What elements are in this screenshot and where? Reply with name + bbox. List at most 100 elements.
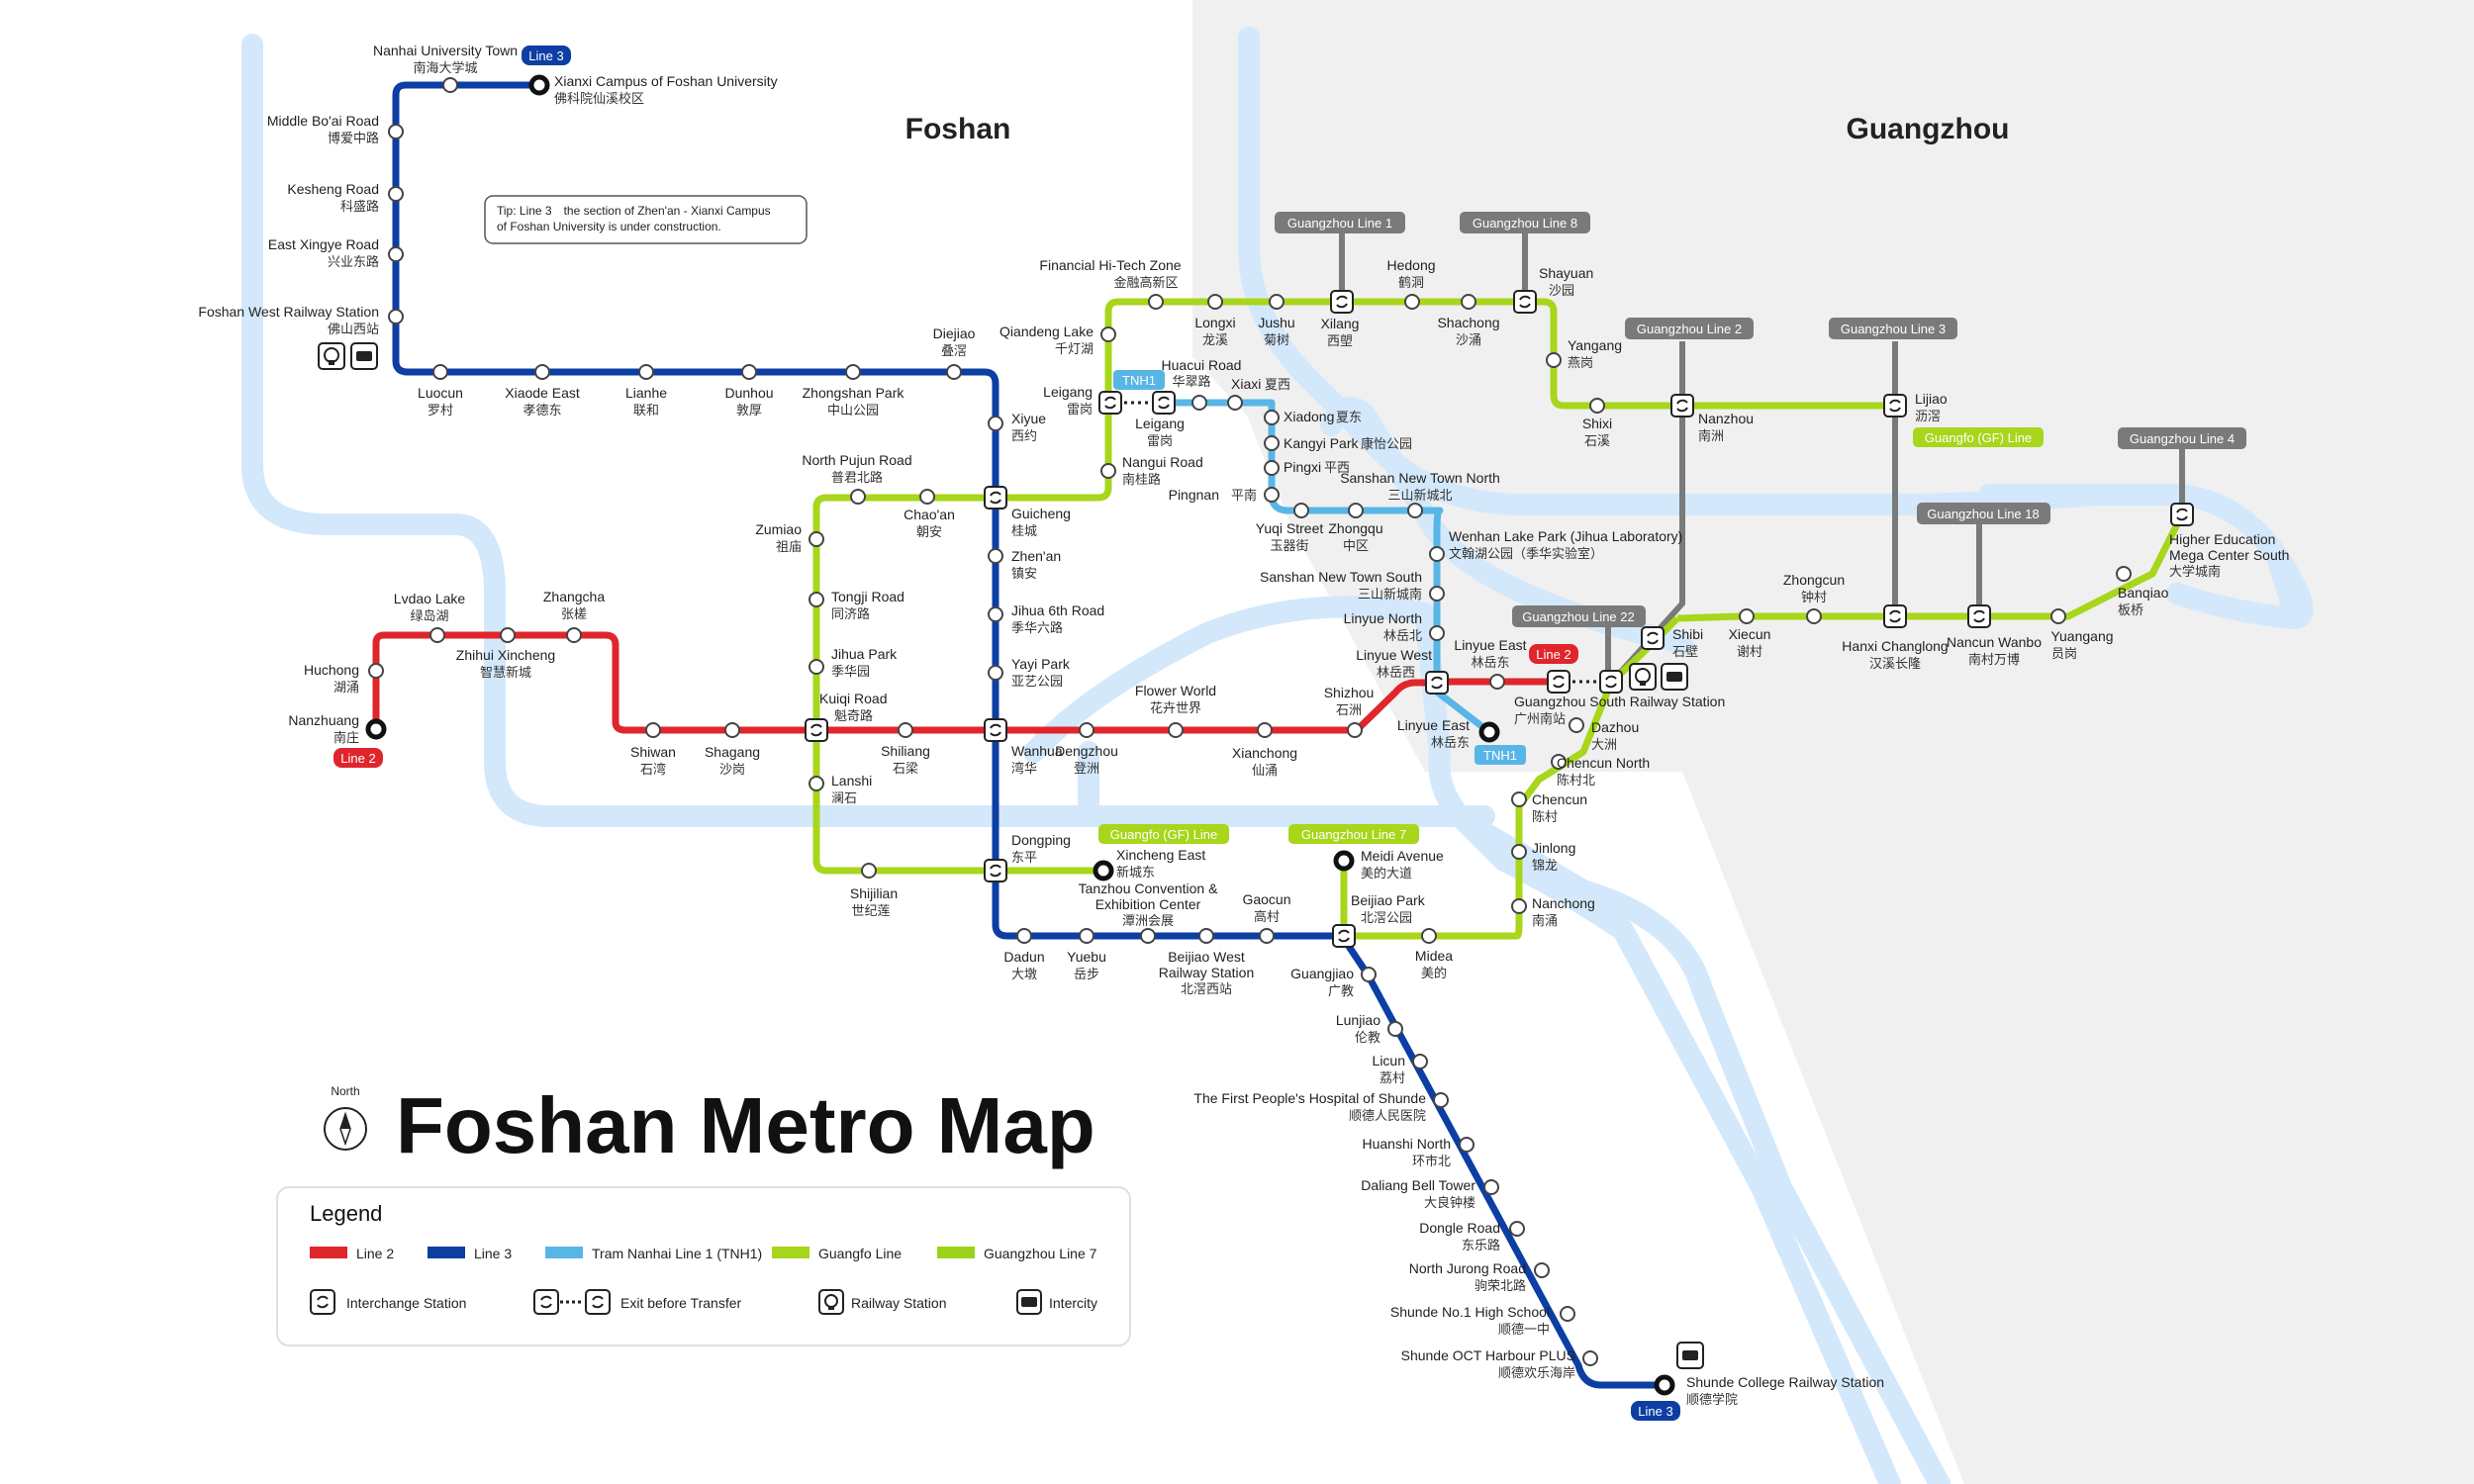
station-xianchong[interactable] <box>1257 722 1273 738</box>
station-jinlong[interactable] <box>1511 844 1527 860</box>
station-kangyi-park[interactable] <box>1264 435 1280 451</box>
station-linyue-east-l2[interactable] <box>1489 674 1505 690</box>
station-shixi[interactable] <box>1589 398 1605 414</box>
station-pingnan[interactable] <box>1264 487 1280 503</box>
station-middle-boai-road[interactable] <box>388 124 404 139</box>
station-shachong[interactable] <box>1461 294 1476 310</box>
station-lanshi[interactable] <box>809 776 824 791</box>
station-yangang[interactable] <box>1546 352 1562 368</box>
interchange-leigang-gf[interactable] <box>1098 391 1122 415</box>
terminal-meidi-avenue[interactable] <box>1333 850 1355 872</box>
station-lunjiao[interactable] <box>1387 1021 1403 1037</box>
interchange-guangzhou-south-a[interactable] <box>1547 670 1570 694</box>
station-lvdao-lake[interactable] <box>429 627 445 643</box>
station-financial-hitech[interactable] <box>1148 294 1164 310</box>
station-sanshan-north[interactable] <box>1407 503 1423 518</box>
station-banqiao[interactable] <box>2116 566 2132 582</box>
station-guangjiao[interactable] <box>1361 967 1377 982</box>
interchange-nancun-wanbo[interactable] <box>1967 604 1991 628</box>
terminal-xincheng-east[interactable] <box>1093 860 1114 881</box>
station-zhihui-xincheng[interactable] <box>500 627 516 643</box>
interchange-hanxi-changlong[interactable] <box>1883 604 1907 628</box>
interchange-lijiao[interactable] <box>1883 394 1907 417</box>
station-xiadong[interactable] <box>1264 410 1280 425</box>
interchange-higher-education[interactable] <box>2170 503 2194 526</box>
terminal-nanzhuang[interactable] <box>365 718 387 740</box>
station-dadun[interactable] <box>1016 928 1032 944</box>
station-zhangcha[interactable] <box>566 627 582 643</box>
station-huanshi-north[interactable] <box>1459 1137 1475 1153</box>
station-chencun-north[interactable] <box>1551 754 1567 770</box>
station-jihua-park[interactable] <box>809 659 824 675</box>
station-tanzhou-exit[interactable] <box>1140 928 1156 944</box>
station-tongji-road[interactable] <box>809 592 824 607</box>
station-zhongcun[interactable] <box>1806 608 1822 624</box>
station-foshan-west[interactable] <box>388 309 404 325</box>
station-gaocun[interactable] <box>1259 928 1275 944</box>
station-shunde-oct[interactable] <box>1582 1350 1598 1366</box>
station-nanhai-university-town[interactable] <box>442 77 458 93</box>
station-shiwan[interactable] <box>645 722 661 738</box>
station-zhenan[interactable] <box>988 548 1003 564</box>
interchange-kuiqi-road[interactable] <box>805 718 828 742</box>
interchange-shayuan[interactable] <box>1513 290 1537 314</box>
station-nanchong[interactable] <box>1511 898 1527 914</box>
station-xiecun[interactable] <box>1739 608 1755 624</box>
station-xiaode-east[interactable] <box>534 364 550 380</box>
interchange-guangzhou-south-b[interactable] <box>1599 670 1623 694</box>
station-nangui-road[interactable] <box>1100 463 1116 479</box>
station-flower-world[interactable] <box>1168 722 1184 738</box>
station-jihua-6th-road[interactable] <box>988 606 1003 622</box>
station-sanshan-south[interactable] <box>1429 586 1445 602</box>
interchange-nanzhou[interactable] <box>1670 394 1694 417</box>
station-shizhou[interactable] <box>1347 722 1363 738</box>
terminal-linyue-east-tnh1[interactable] <box>1478 721 1500 743</box>
interchange-xilang[interactable] <box>1330 290 1354 314</box>
station-kesheng-road[interactable] <box>388 186 404 202</box>
station-huchong[interactable] <box>368 663 384 679</box>
interchange-dongping[interactable] <box>984 859 1007 882</box>
station-north-pujun-road[interactable] <box>850 489 866 505</box>
station-yuqi-street[interactable] <box>1293 503 1309 518</box>
station-dengzhou[interactable] <box>1079 722 1094 738</box>
station-daliang-bell-tower[interactable] <box>1483 1179 1499 1195</box>
interchange-guicheng[interactable] <box>984 486 1007 510</box>
station-jushu[interactable] <box>1269 294 1285 310</box>
station-xiyue[interactable] <box>988 416 1003 431</box>
terminal-shunde-college[interactable] <box>1654 1374 1675 1396</box>
interchange-leigang-tnh1[interactable] <box>1152 391 1176 415</box>
station-yuangang[interactable] <box>2050 608 2066 624</box>
terminal-xianxi-campus[interactable] <box>528 74 550 96</box>
interchange-wanhua[interactable] <box>984 718 1007 742</box>
station-wenhan-lake[interactable] <box>1429 546 1445 562</box>
station-longxi[interactable] <box>1207 294 1223 310</box>
station-xiaxi[interactable] <box>1227 395 1243 411</box>
station-qiandeng-lake[interactable] <box>1100 326 1116 342</box>
station-midea[interactable] <box>1421 928 1437 944</box>
interchange-beijiao-park[interactable] <box>1332 924 1356 948</box>
station-yuebu[interactable] <box>1079 928 1094 944</box>
station-licun[interactable] <box>1412 1054 1428 1069</box>
station-north-jurong-road[interactable] <box>1534 1262 1550 1278</box>
interchange-linyue-west[interactable] <box>1425 671 1449 695</box>
station-zhongshan-park[interactable] <box>845 364 861 380</box>
station-dunhou[interactable] <box>741 364 757 380</box>
station-diejiao[interactable] <box>946 364 962 380</box>
station-first-peoples-hospital[interactable] <box>1433 1092 1449 1108</box>
station-hedong[interactable] <box>1404 294 1420 310</box>
station-dazhou[interactable] <box>1569 717 1584 733</box>
station-beijiao-west[interactable] <box>1198 928 1214 944</box>
station-chaoan[interactable] <box>919 489 935 505</box>
station-luocun[interactable] <box>432 364 448 380</box>
station-shagang[interactable] <box>724 722 740 738</box>
station-shiliang[interactable] <box>898 722 913 738</box>
station-shunde-no1-high[interactable] <box>1560 1306 1575 1322</box>
station-zumiao[interactable] <box>809 531 824 547</box>
station-yayi-park[interactable] <box>988 665 1003 681</box>
station-pingxi[interactable] <box>1264 460 1280 476</box>
station-dongle-road[interactable] <box>1509 1221 1525 1237</box>
station-lianhe[interactable] <box>638 364 654 380</box>
station-zhongqu[interactable] <box>1348 503 1364 518</box>
station-chencun[interactable] <box>1511 791 1527 807</box>
interchange-shibi[interactable] <box>1641 626 1665 650</box>
